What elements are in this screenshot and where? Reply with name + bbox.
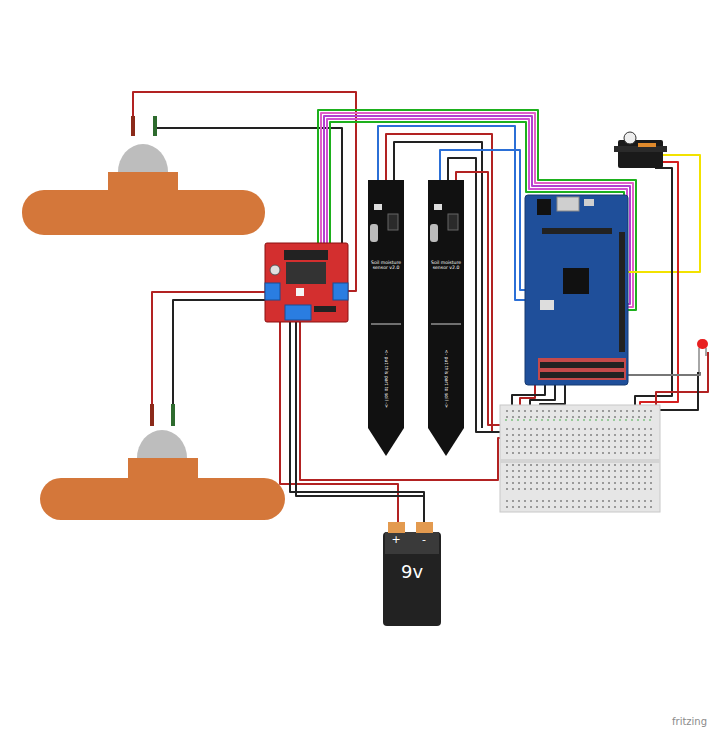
servo-motor-part xyxy=(618,140,663,168)
wires-part xyxy=(152,292,268,405)
microcontroller-board-part xyxy=(540,362,624,368)
sensor-label: <- put this part to soil -> xyxy=(443,324,448,434)
battery-label: 9v xyxy=(383,562,441,583)
watermark: fritzing xyxy=(672,716,707,727)
battery-terminal xyxy=(388,522,405,533)
wires-part xyxy=(296,318,424,496)
microcontroller-board-part xyxy=(542,228,612,234)
microcontroller-board-part xyxy=(584,199,594,206)
battery-body xyxy=(383,532,441,626)
battery-top xyxy=(385,532,439,554)
breadboard-part xyxy=(500,405,660,512)
battery-label: - xyxy=(416,534,432,547)
microcontroller-board xyxy=(525,195,628,385)
led-part xyxy=(698,348,700,372)
sensor-mark xyxy=(431,324,461,325)
dc-motor-part xyxy=(22,190,265,235)
sensor-body xyxy=(368,180,404,456)
microcontroller-board-part xyxy=(538,358,626,380)
motor-driver-board-part xyxy=(333,283,348,300)
breadboard-part xyxy=(504,464,656,494)
sensor-label: Soil moisture sensor v2.0 xyxy=(368,260,404,271)
dc-motor-part xyxy=(153,116,157,136)
soil-sensor: Soil moisture sensor v2.0 <- put this par… xyxy=(368,180,404,456)
wires-part xyxy=(173,300,268,405)
led-part xyxy=(697,339,708,349)
sensor-outline xyxy=(428,180,464,456)
sensor-label: <- put this part to soil -> xyxy=(383,324,388,434)
motor-driver-board-part xyxy=(270,265,280,275)
motor-driver-board-part xyxy=(265,243,348,322)
led xyxy=(697,339,708,372)
wires xyxy=(133,92,708,524)
wires-part xyxy=(628,155,700,272)
dc-motor-part xyxy=(137,430,187,458)
sensor-mark xyxy=(371,324,401,325)
dc-motor-part xyxy=(40,478,285,520)
sensor-outline xyxy=(368,180,404,456)
dc-motor-part xyxy=(131,116,135,136)
battery: +- 9v xyxy=(383,520,441,626)
sensor-chip xyxy=(434,204,442,210)
microcontroller-board-part xyxy=(563,268,589,294)
soil-sensor: Soil moisture sensor v2.0 <- put this par… xyxy=(428,180,464,456)
breadboard xyxy=(500,405,660,512)
wires-part xyxy=(300,318,512,480)
servo-motor-part xyxy=(638,143,656,147)
breadboard-part xyxy=(500,459,660,463)
motor-driver-board-part xyxy=(314,306,336,312)
motor-driver-board-part xyxy=(285,305,311,320)
sensor-body xyxy=(428,180,464,456)
sensor-label: Soil moisture sensor v2.0 xyxy=(428,260,464,271)
microcontroller-board-part xyxy=(557,197,579,211)
sensor-chip xyxy=(388,214,398,230)
motor-driver-board xyxy=(265,243,348,322)
microcontroller-board-part xyxy=(540,372,624,378)
wires-part xyxy=(656,352,708,418)
battery-label: + xyxy=(388,534,404,547)
battery-terminal xyxy=(416,522,433,533)
dc-motor-part xyxy=(150,404,154,426)
microcontroller-board-part xyxy=(619,232,625,352)
wires-part xyxy=(628,372,700,375)
dc-motor xyxy=(40,404,285,520)
dc-motor-part xyxy=(108,172,178,192)
breadboard-part xyxy=(504,410,656,422)
servo-motor-part xyxy=(624,132,636,144)
breadboard-part xyxy=(504,497,656,509)
dc-motor-part xyxy=(118,144,168,172)
sensor-crystal xyxy=(430,224,438,242)
breadboard-part xyxy=(504,428,656,458)
motor-driver-board-part xyxy=(284,250,328,260)
motor-driver-board-part xyxy=(286,262,326,284)
wires-part xyxy=(635,168,672,418)
sensor-chip xyxy=(448,214,458,230)
sensor-crystal xyxy=(370,224,378,242)
sensor-chip xyxy=(374,204,382,210)
led-part xyxy=(705,348,707,356)
dc-motor-part xyxy=(128,458,198,478)
microcontroller-board-part xyxy=(540,300,554,310)
microcontroller-board-part xyxy=(525,195,628,385)
dc-motor xyxy=(22,116,265,235)
wires-part xyxy=(456,172,510,425)
motor-driver-board-part xyxy=(265,283,280,300)
dc-motor-part xyxy=(171,404,175,426)
servo-motor xyxy=(614,132,667,168)
motor-driver-board-part xyxy=(296,288,304,296)
breadboard-part xyxy=(505,420,655,421)
microcontroller-board-part xyxy=(537,199,551,215)
